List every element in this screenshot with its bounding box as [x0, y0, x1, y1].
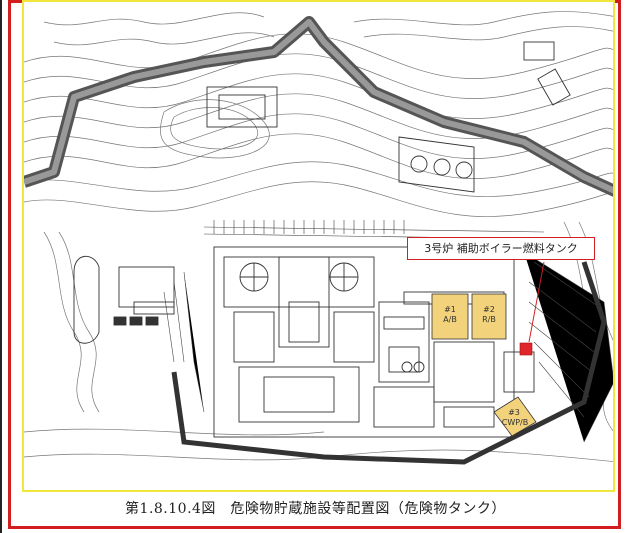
left-facilities [73, 255, 175, 344]
building-label-line1: #1 [444, 305, 456, 314]
building-label-line1: #3 [508, 408, 520, 417]
site-boundary-wall [171, 261, 607, 465]
building-label-line1: #2 [483, 305, 495, 314]
left-margin-line [0, 0, 14, 533]
building-unit1-ab: #1 A/B [431, 293, 469, 340]
building-label-line2: R/B [482, 315, 496, 324]
tank-callout-label: 3号炉 補助ボイラー燃料タンク [407, 237, 595, 260]
building-unit3-cwp: #3 CWP/B [493, 396, 537, 437]
building-unit2-rb: #2 R/B [471, 293, 507, 340]
upper-facilities [206, 41, 571, 193]
perimeter-road [24, 16, 613, 197]
figure-caption: 第1.8.10.4図 危険物貯蔵施設等配置図（危険物タンク） [125, 501, 506, 517]
contour-lines [24, 11, 613, 462]
building-label-line2: A/B [443, 315, 457, 324]
building-label-line2: CWP/B [502, 418, 529, 427]
callout-leader-line [528, 261, 545, 343]
auxiliary-boiler-fuel-tank-marker [519, 342, 533, 356]
plant-buildings [213, 246, 535, 438]
slope-hatching [163, 220, 613, 443]
site-plan-drawing: #1 A/B #2 R/B #3 CWP/B [24, 11, 613, 465]
